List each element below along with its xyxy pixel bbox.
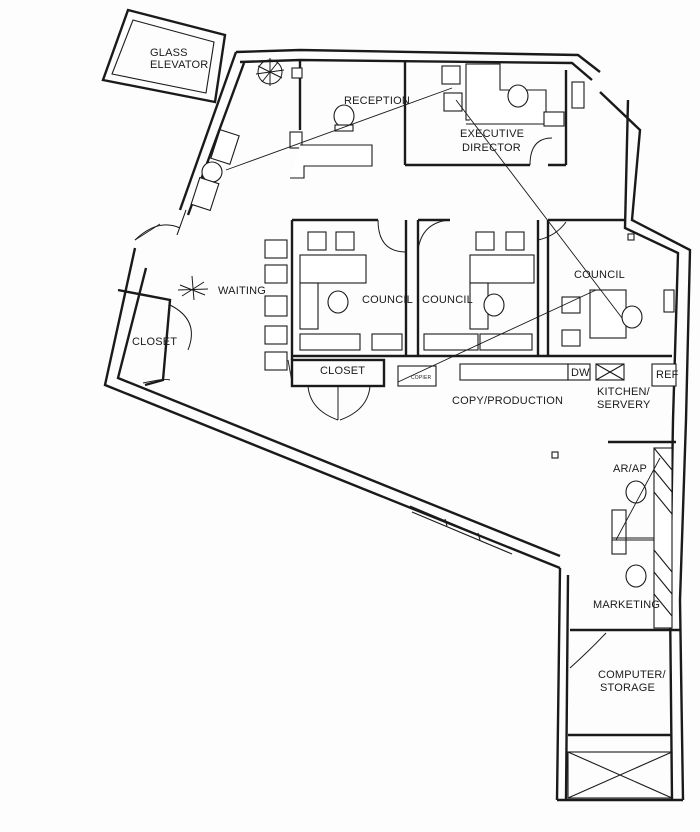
label-copy-production: COPY/PRODUCTION — [452, 395, 563, 407]
entry-door — [134, 223, 181, 241]
glass-elevator — [101, 8, 227, 104]
label-council-2: COUNCIL — [422, 294, 473, 306]
plant-reception — [255, 58, 285, 86]
computer-storage — [567, 733, 673, 799]
reception-room — [289, 60, 373, 179]
label-marketing: MARKETING — [593, 599, 660, 611]
label-executive: EXECUTIVE — [460, 128, 524, 140]
label-copier: COPIER — [411, 375, 432, 381]
label-computer: COMPUTER/ — [598, 669, 667, 681]
plant-waiting — [177, 275, 209, 301]
label-dw: DW — [571, 367, 590, 379]
circulation-lines — [225, 87, 661, 541]
room-labels: GLASS ELEVATOR RECEPTION EXECUTIVE DIREC… — [132, 47, 679, 694]
label-glass: GLASS — [150, 47, 188, 59]
waiting-seating — [190, 128, 288, 371]
service-row — [290, 358, 677, 459]
label-kitchen: KITCHEN/ — [597, 386, 651, 398]
label-storage: STORAGE — [600, 682, 655, 694]
label-closet-left: CLOSET — [132, 336, 177, 348]
council-row — [290, 218, 675, 360]
workstations — [569, 440, 680, 669]
label-reception: RECEPTION — [344, 95, 410, 107]
label-council-1: COUNCIL — [362, 294, 413, 306]
label-elevator: ELEVATOR — [150, 59, 208, 71]
label-council-3: COUNCIL — [574, 269, 625, 281]
label-servery: SERVERY — [597, 399, 651, 411]
outer-walls — [103, 48, 692, 802]
label-ref: REF — [656, 369, 679, 381]
label-closet-center: CLOSET — [320, 365, 365, 377]
label-waiting: WAITING — [218, 285, 266, 297]
window-frames — [176, 209, 513, 555]
label-ar-ap: AR/AP — [613, 463, 647, 475]
closet-left — [117, 288, 192, 387]
label-director: DIRECTOR — [462, 142, 521, 154]
executive-director-room — [403, 60, 585, 167]
